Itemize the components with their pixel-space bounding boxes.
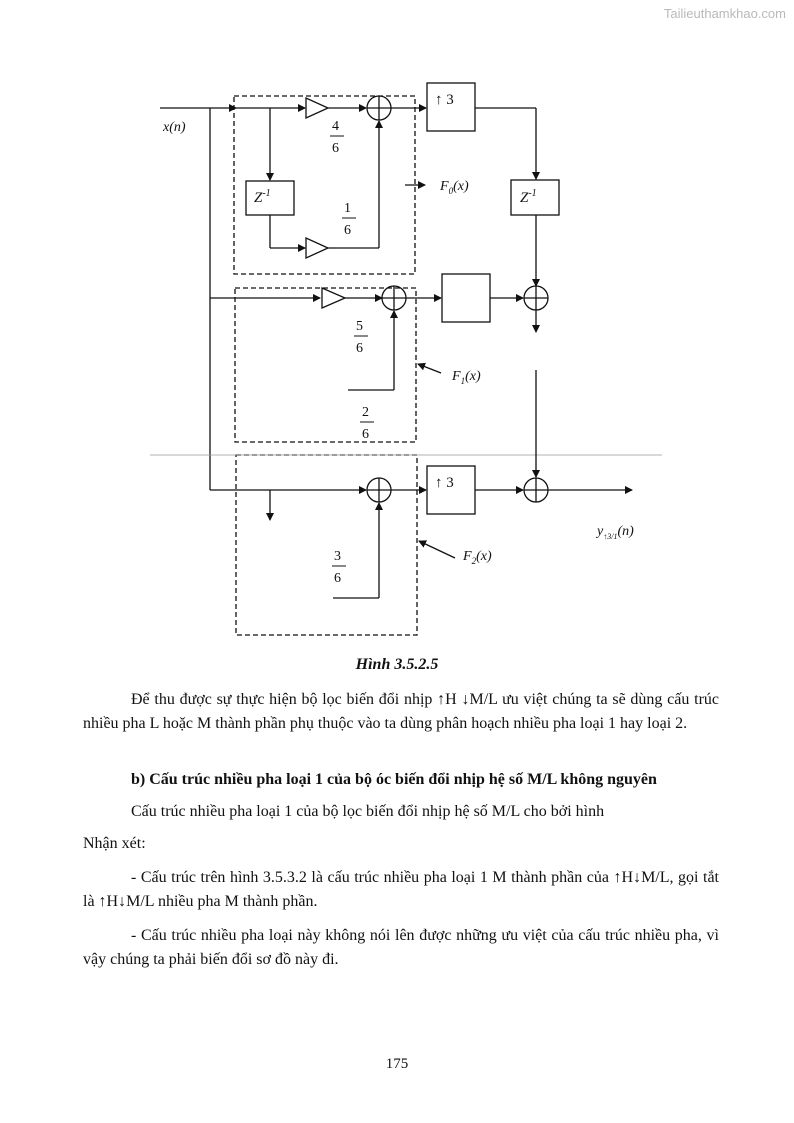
gain-triangle xyxy=(321,287,347,309)
figure-caption: Hình 3.5.2.5 xyxy=(355,656,439,673)
paragraph-5: - Cấu trúc nhiều pha loại này không nói … xyxy=(83,927,719,968)
input-label: x(n) xyxy=(162,120,186,135)
coef-5-6-num: 5 xyxy=(356,319,363,334)
blank-block xyxy=(441,273,491,323)
upsampler-block xyxy=(426,82,476,132)
paragraph-4: - Cấu trúc trên hình 3.5.3.2 là cấu trúc… xyxy=(83,869,719,910)
coef-1-6-den: 6 xyxy=(344,223,351,238)
coef-2-6-den: 6 xyxy=(362,427,369,442)
watermark: Tailieuthamkhao.com xyxy=(663,6,786,21)
coef-4-6-num: 4 xyxy=(332,119,339,134)
gain-triangle xyxy=(305,96,330,120)
upsampler-label: ↑ 3 xyxy=(435,475,454,491)
paragraph-3: Nhận xét: xyxy=(83,835,146,852)
coef-1-6-num: 1 xyxy=(344,201,351,216)
output-label: y↑3/1(n) xyxy=(595,524,634,541)
f0-dashed-box xyxy=(233,95,416,275)
delay-label: Z-1 xyxy=(520,188,537,206)
upsampler-label: ↑ 3 xyxy=(435,92,454,108)
gain-triangle xyxy=(305,236,330,260)
section-heading: b) Cấu trúc nhiều pha loại 1 của bộ óc b… xyxy=(131,771,657,788)
coef-5-6-den: 6 xyxy=(356,341,363,356)
f1-dashed-box xyxy=(234,287,417,443)
paragraph-2: Cấu trúc nhiều pha loại 1 của bộ lọc biế… xyxy=(131,803,605,820)
coef-3-6-num: 3 xyxy=(334,549,341,564)
f1-label: F1(x) xyxy=(451,369,481,386)
f2-label: F2(x) xyxy=(462,549,492,566)
f0-label: F0(x) xyxy=(439,179,469,196)
filter-block-diagram: x(n) 4 6 1 6 Z-1 Z-1 ↑ 3 F0(x) 5 6 2 6 F… xyxy=(150,82,662,636)
coef-3-6-den: 6 xyxy=(334,571,341,586)
paragraph-1: Để thu được sự thực hiện bộ lọc biến đổi… xyxy=(83,691,719,732)
delay-label: Z-1 xyxy=(254,188,271,206)
page-number: 175 xyxy=(385,1056,409,1072)
coef-2-6-num: 2 xyxy=(362,405,369,420)
f2-dashed-box xyxy=(235,454,418,636)
coef-4-6-den: 6 xyxy=(332,141,339,156)
delay-block xyxy=(510,179,560,216)
